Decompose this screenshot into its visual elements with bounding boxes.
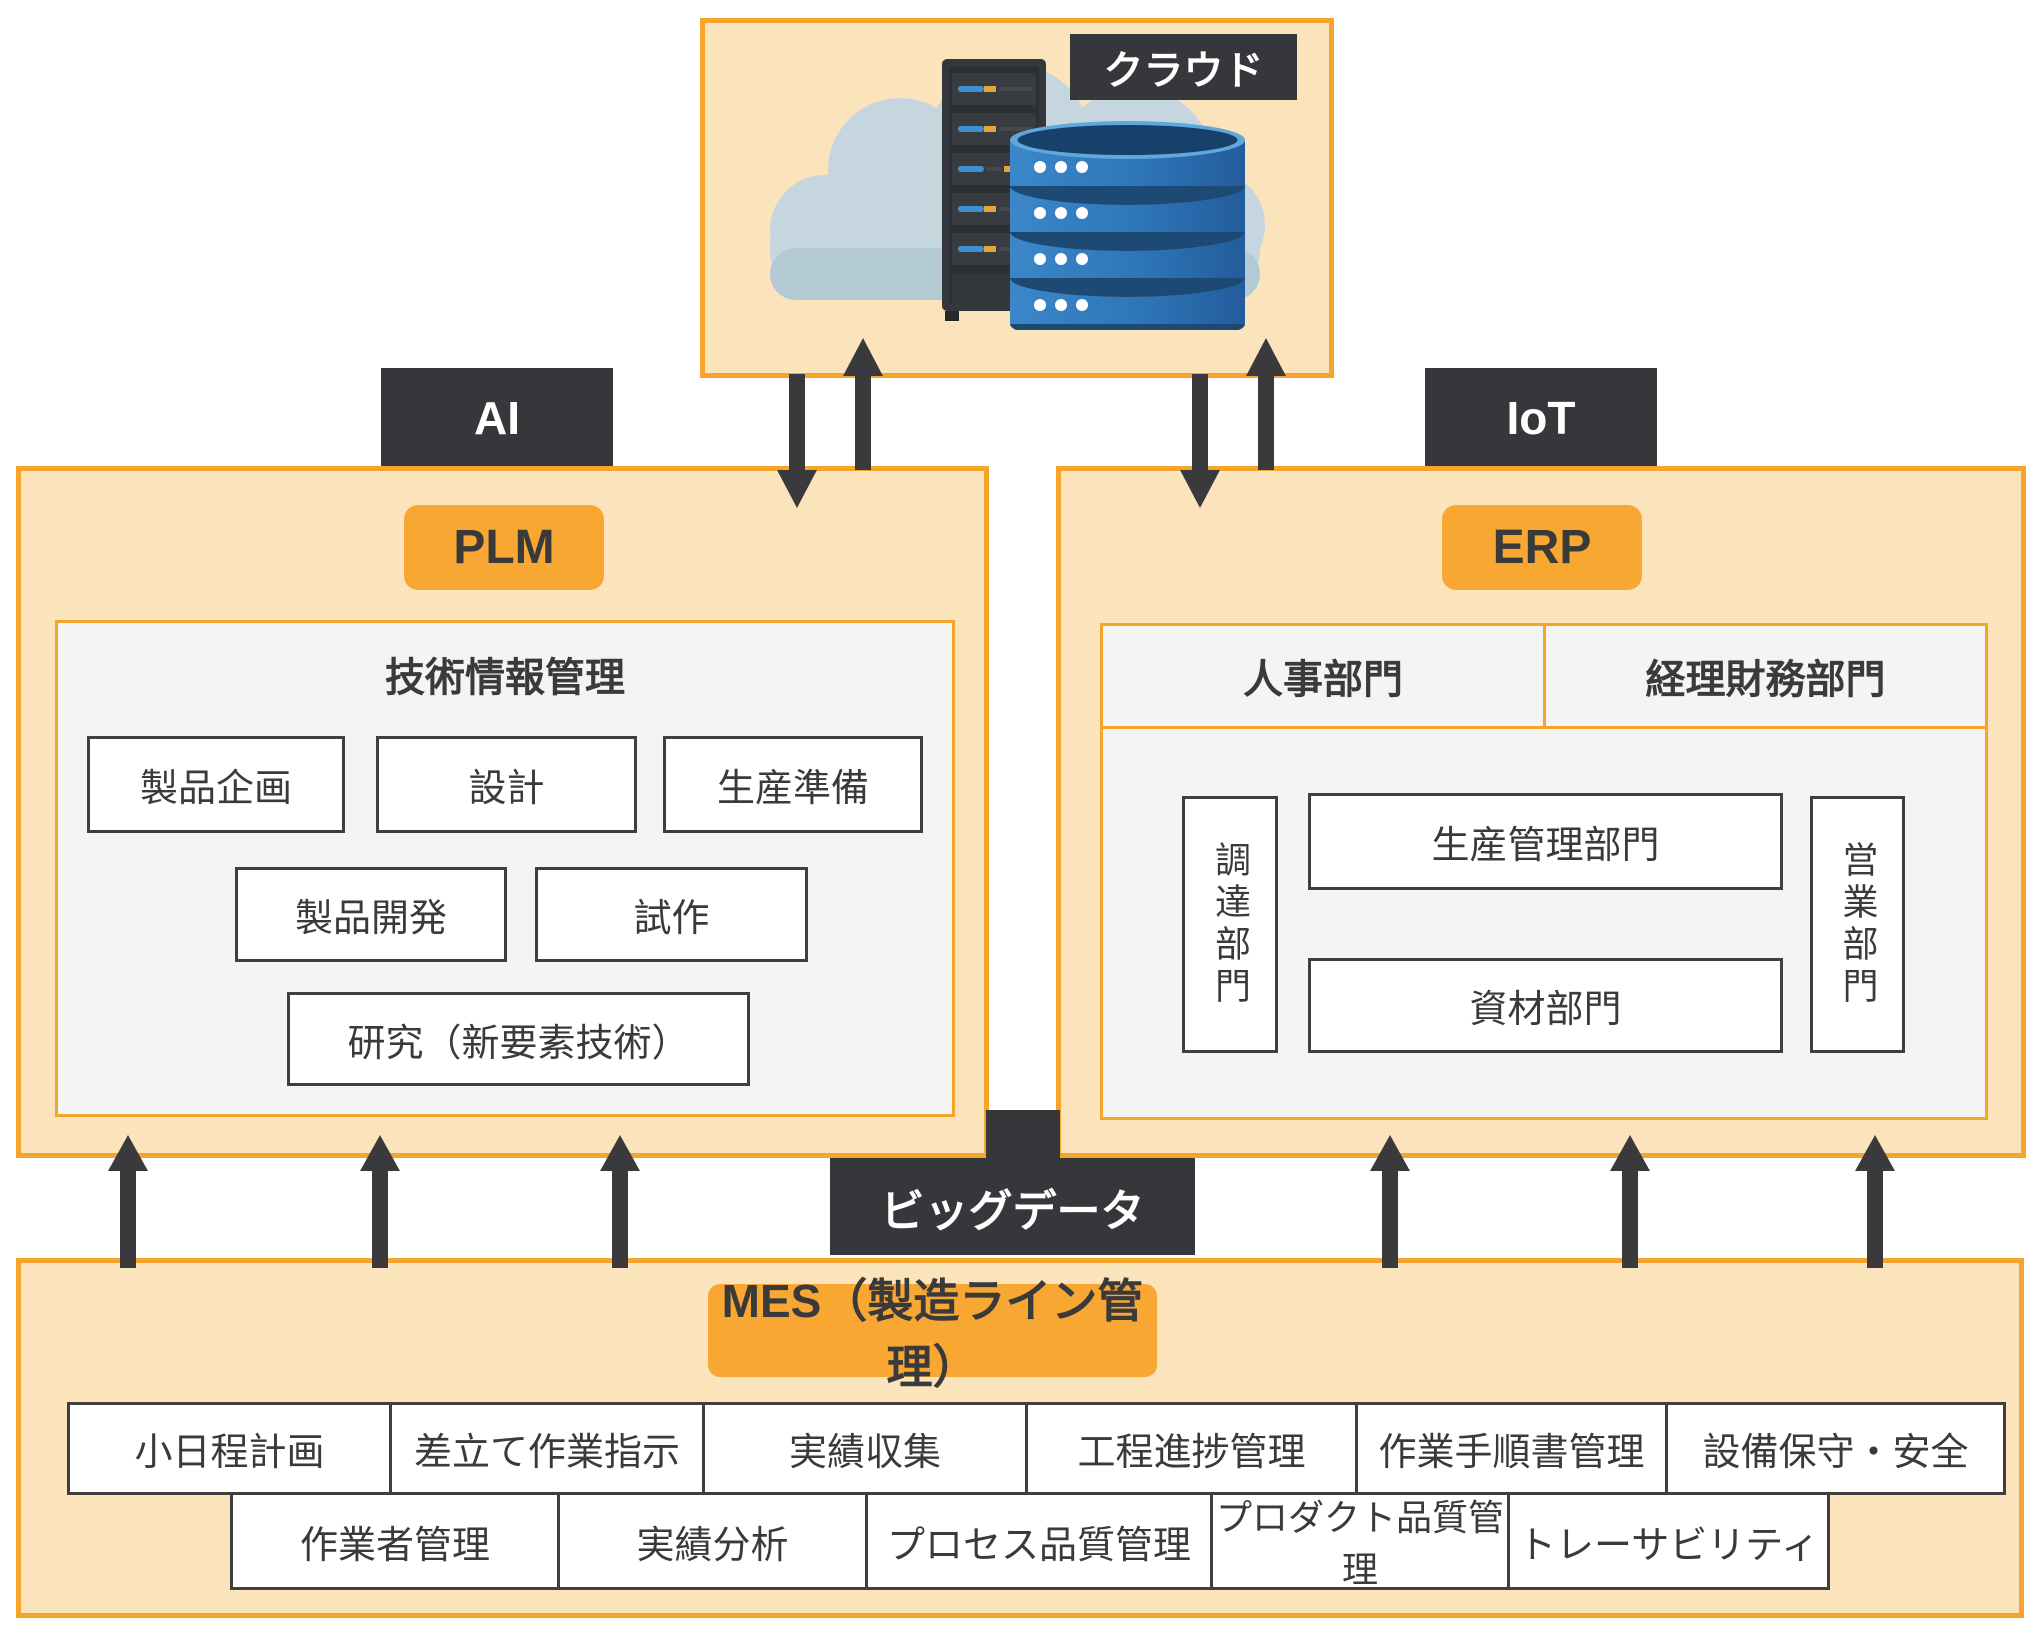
mes-item-work-instructions: 作業手順書管理 xyxy=(1355,1402,1668,1495)
plm-item-product-development: 製品開発 xyxy=(235,867,507,962)
erp-header-finance: 経理財務部門 xyxy=(1645,658,1886,702)
database-stack-icon xyxy=(1010,121,1245,330)
bigdata-tag: ビッグデータ xyxy=(830,1158,1195,1255)
plm-item-product-planning: 製品企画 xyxy=(87,736,345,833)
mes-item-worker-management: 作業者管理 xyxy=(230,1492,560,1590)
mes-label-text: MES（製造ライン管理） xyxy=(721,1274,1144,1393)
erp-dept-procurement: 調達部門 xyxy=(1182,796,1278,1053)
mes-item-process-quality: プロセス品質管理 xyxy=(865,1492,1213,1590)
iot-tag-label: IoT xyxy=(1506,391,1576,444)
iot-tag: IoT xyxy=(1425,368,1657,467)
mes-item-traceability: トレーサビリティ xyxy=(1507,1492,1830,1590)
plm-label-text: PLM xyxy=(453,521,555,574)
ai-tag: AI xyxy=(381,368,613,467)
erp-header-row: 人事部門 経理財務部門 xyxy=(1103,626,1985,729)
mes-item-results-analysis: 実績分析 xyxy=(557,1492,868,1590)
plm-item-design: 設計 xyxy=(376,736,637,833)
bigdata-tag-label: ビッグデータ xyxy=(880,1186,1145,1236)
erp-header-hr: 人事部門 xyxy=(1103,626,1546,726)
cloud-tag-label: クラウド xyxy=(1103,49,1264,93)
erp-label-text: ERP xyxy=(1492,521,1592,574)
cloud-tag: クラウド xyxy=(1070,34,1297,100)
erp-dept-materials: 資材部門 xyxy=(1308,958,1783,1053)
plm-label: PLM xyxy=(404,505,604,590)
mes-item-equipment-safety: 設備保守・安全 xyxy=(1665,1402,2006,1495)
bigdata-tag-notch xyxy=(986,1110,1060,1165)
erp-dept-production-control: 生産管理部門 xyxy=(1308,793,1783,890)
ai-tag-label: AI xyxy=(474,391,520,444)
plm-item-research: 研究（新要素技術） xyxy=(287,992,750,1086)
mes-item-process-progress: 工程進捗管理 xyxy=(1025,1402,1358,1495)
erp-dept-sales: 営業部門 xyxy=(1810,796,1905,1053)
mes-label: MES（製造ライン管理） xyxy=(708,1275,1157,1393)
mes-item-short-term-scheduling: 小日程計画 xyxy=(67,1402,392,1495)
plm-item-prototyping: 試作 xyxy=(535,867,808,962)
cloud-illustration xyxy=(770,59,1265,330)
mes-item-dispatch-work-orders: 差立て作業指示 xyxy=(389,1402,705,1495)
plm-panel-title: 技術情報管理 xyxy=(385,656,625,700)
plm-item-production-preparation: 生産準備 xyxy=(663,736,923,833)
mes-item-results-collection: 実績収集 xyxy=(702,1402,1028,1495)
erp-label: ERP xyxy=(1442,505,1642,590)
mes-item-product-quality: プロダクト品質管理 xyxy=(1210,1492,1510,1590)
